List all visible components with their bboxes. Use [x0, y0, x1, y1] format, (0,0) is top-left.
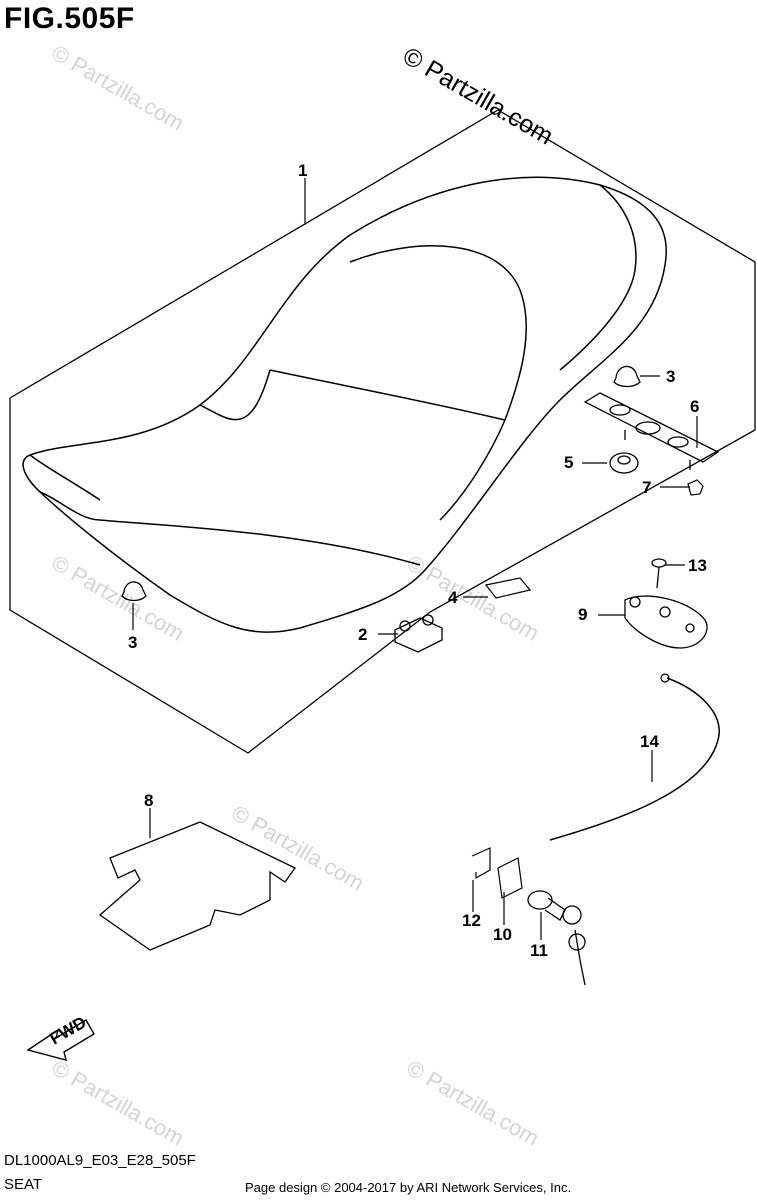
- callout-9: 9: [578, 605, 587, 624]
- cable-end: [660, 673, 670, 683]
- assembly-outline: [9, 109, 756, 754]
- callout-14: 14: [640, 732, 659, 751]
- part-10-keyplate: [497, 857, 523, 899]
- callout-6: 6: [690, 397, 699, 416]
- callout-1: 1: [298, 161, 307, 180]
- part-4-plate: [484, 577, 532, 599]
- seat-part: [22, 176, 667, 633]
- callout-10: 10: [493, 925, 512, 944]
- part-7-nut: [687, 479, 704, 496]
- part-13-screw: [651, 558, 667, 589]
- fwd-arrow: [26, 1019, 95, 1061]
- part-8-plate: [98, 821, 296, 951]
- part-5-damper: [609, 452, 639, 474]
- callout-11: 11: [530, 941, 548, 960]
- callout-5: 5: [564, 453, 573, 472]
- callout-8: 8: [144, 791, 153, 810]
- page-credit: Page design © 2004-2017 by ARI Network S…: [245, 1180, 572, 1195]
- model-code: DL1000AL9_E03_E28_505F: [4, 1152, 196, 1169]
- callout-4: 4: [448, 588, 458, 607]
- part-9-lock-base: [624, 595, 708, 649]
- part-14-cable: [549, 677, 720, 841]
- callout-3: 3: [666, 367, 675, 386]
- part-6-bracket: [583, 392, 720, 470]
- part-12-clip: [471, 847, 491, 880]
- callout-3: 3: [128, 633, 137, 652]
- callout-7: 7: [642, 478, 651, 497]
- callout-2: 2: [358, 625, 367, 644]
- part-3-grommet: [121, 365, 641, 602]
- part-11-key-cylinder: [527, 890, 586, 986]
- part-2-connector: [394, 614, 443, 653]
- section-name: SEAT: [4, 1176, 43, 1193]
- callout-13: 13: [688, 556, 707, 575]
- callout-12: 12: [462, 911, 481, 930]
- leader-lines: [132, 178, 698, 940]
- fwd-label: FWD: [47, 1013, 90, 1049]
- figure-title: FIG.505F: [4, 2, 135, 35]
